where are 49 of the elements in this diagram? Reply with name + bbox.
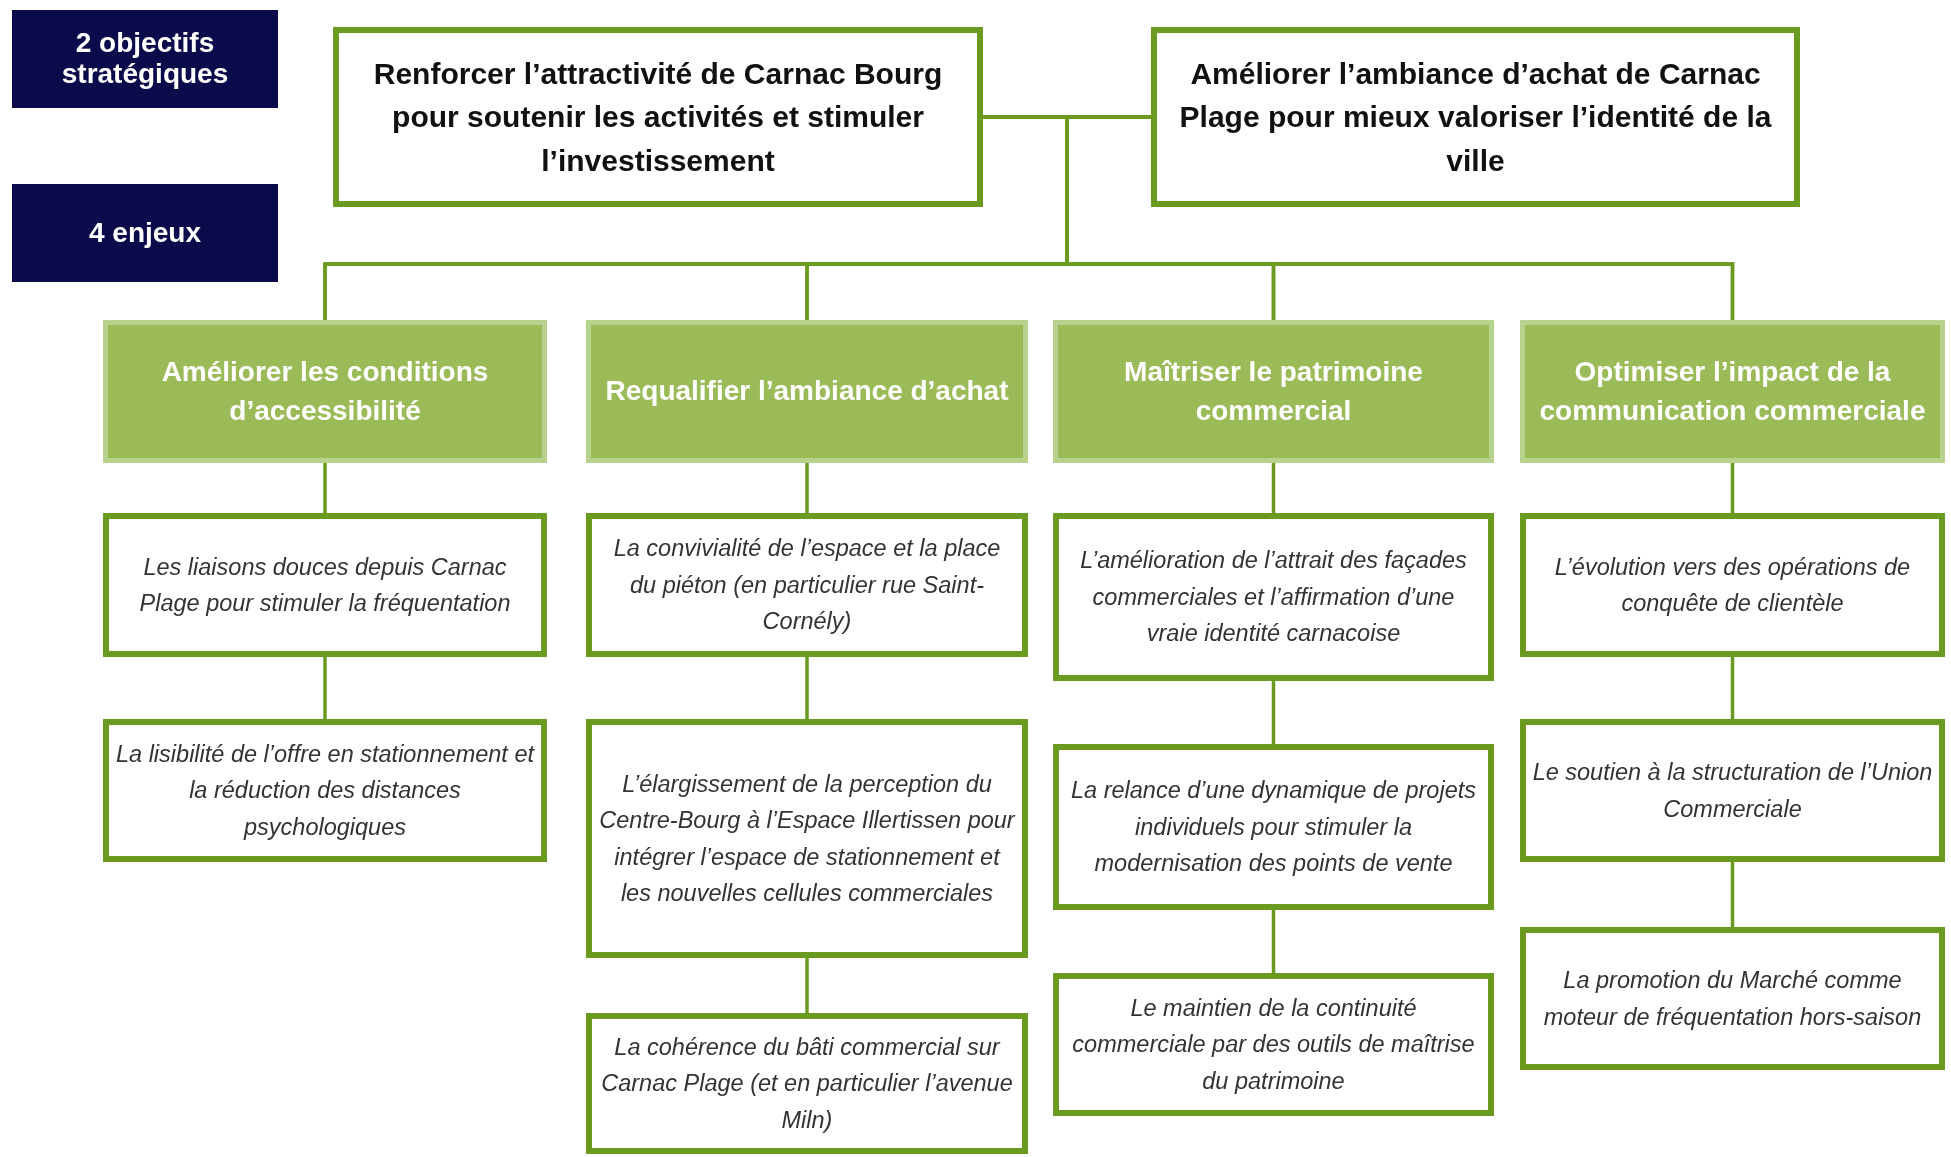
issue-box <box>103 320 547 463</box>
issue-text: Maîtriser le patrimoine commercial <box>1123 354 1424 428</box>
connector-line <box>1271 910 1276 973</box>
action-box <box>1520 719 1945 862</box>
action-box <box>586 513 1028 657</box>
action-box <box>1520 513 1945 657</box>
issue-text: Améliorer les conditions d’accessibilité <box>160 354 490 428</box>
action-box <box>1053 744 1494 910</box>
action-text: La relance d’une dynamique de projets individuels pour stimuler la modernisation des points de vente <box>1070 776 1477 879</box>
action-text: Les liaisons douces depuis Carnac Plage pour stimuler la fréquentation <box>138 552 512 618</box>
connector-line <box>1730 657 1735 719</box>
action-text: L’évolution vers des opérations de conquête de clientèle <box>1553 552 1912 618</box>
connector-line <box>1730 862 1735 927</box>
connector-line <box>805 463 809 513</box>
objective-box <box>333 27 983 207</box>
connector-line <box>323 463 327 513</box>
issue-box <box>586 320 1028 463</box>
section-label-text: 2 objectifs stratégiques <box>60 28 230 90</box>
connector-line <box>323 657 327 719</box>
action-box <box>103 513 547 657</box>
section-label <box>12 10 278 108</box>
objective-text: Renforcer l’attractivité de Carnac Bourg pour soutenir les activités et stimuler l’investissement <box>372 55 944 179</box>
connector-line <box>805 657 809 719</box>
action-text: L’élargissement de la perception du Centre-Bourg à l’Espace Illertissen pour intégrer l’espace de stationnement et les nouvelles cellules commerciales <box>598 769 1016 908</box>
action-text: La cohérence du bâti commercial sur Carnac Plage (et en particulier l’avenue Miln) <box>600 1032 1014 1135</box>
issue-text: Requalifier l’ambiance d’achat <box>605 374 1009 409</box>
action-box <box>1053 513 1494 681</box>
action-text: La convivialité de l’espace et la place du piéton (en particulier rue Saint-Cornély) <box>612 534 1002 637</box>
connector-line <box>805 958 809 1013</box>
action-box <box>1053 973 1494 1116</box>
action-box <box>1520 927 1945 1070</box>
objective-text: Améliorer l’ambiance d’achat de Carnac Plage pour mieux valoriser l’identité de la ville <box>1178 55 1773 179</box>
action-text: L’amélioration de l’attrait des façades commerciales et l’affirmation d’une vraie identité carnacoise <box>1079 546 1468 649</box>
section-label <box>12 184 278 282</box>
action-box <box>586 1013 1028 1154</box>
action-text: Le soutien à la structuration de l’Union Commerciale <box>1532 758 1933 824</box>
issue-text: Optimiser l’impact de la communication commerciale <box>1538 354 1927 428</box>
connector-line <box>1271 681 1276 744</box>
issue-box <box>1053 320 1494 463</box>
objective-box <box>1151 27 1800 207</box>
action-text: Le maintien de la continuité commerciale par des outils de maîtrise du patrimoine <box>1071 993 1476 1096</box>
action-box <box>103 719 547 862</box>
section-label-text: 4 enjeux <box>88 217 202 249</box>
connector-line <box>1730 463 1735 513</box>
connector-line <box>1271 463 1276 513</box>
action-text: La promotion du Marché comme moteur de fréquentation hors-saison <box>1542 966 1923 1032</box>
issue-box <box>1520 320 1945 463</box>
action-box <box>586 719 1028 958</box>
action-text: La lisibilité de l’offre en stationnement et la réduction des distances psychologiques <box>115 739 535 842</box>
